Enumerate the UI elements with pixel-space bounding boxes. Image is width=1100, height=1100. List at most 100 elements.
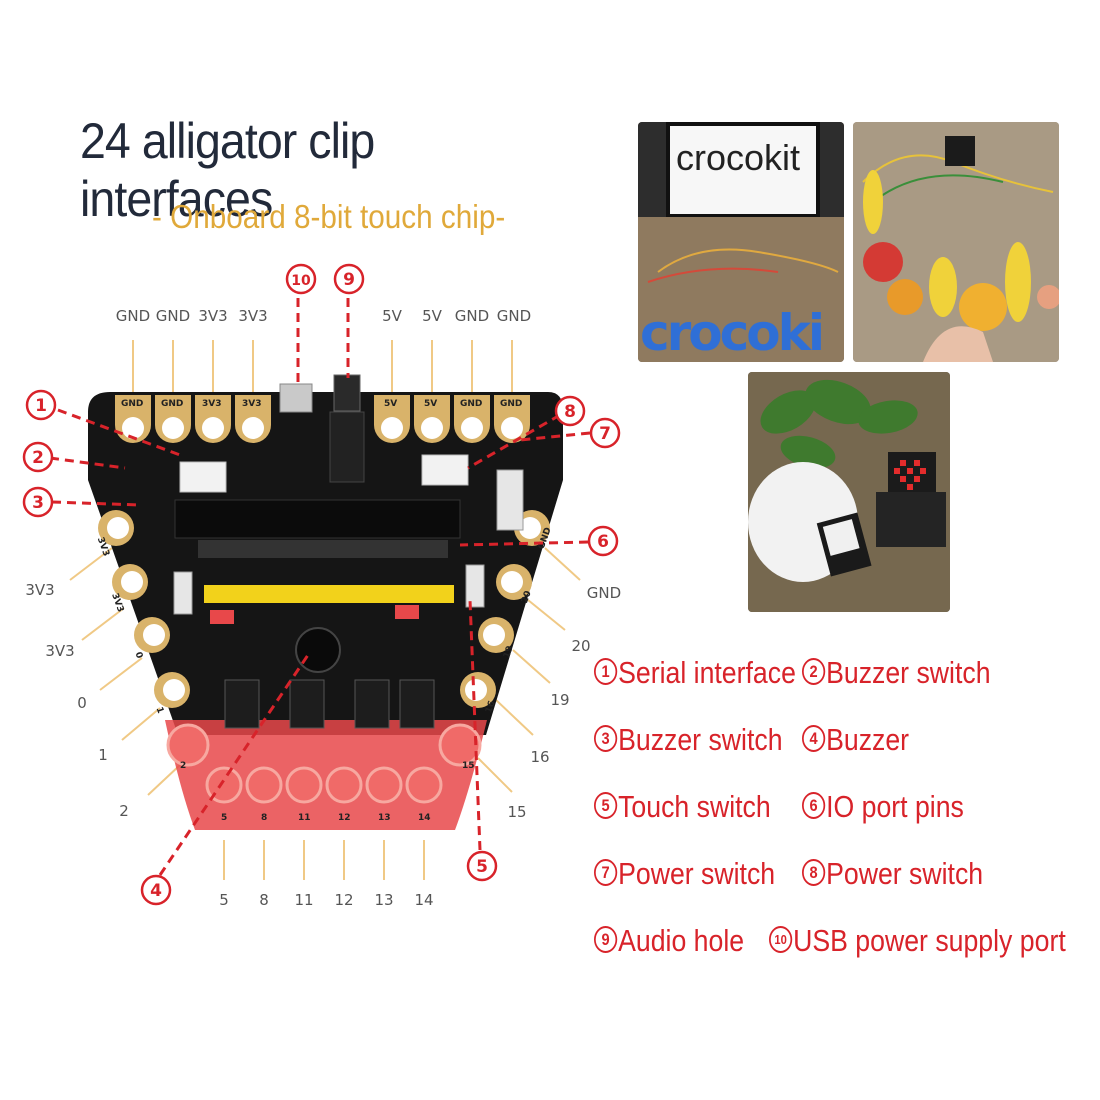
photo-plant-kit <box>748 372 950 612</box>
sign-text: crocokit <box>676 137 800 178</box>
power-connector <box>421 454 469 486</box>
pin-label-bottom-2: 8 <box>259 891 269 909</box>
board-label-touch-5: 5 <box>221 813 227 823</box>
chip-2 <box>289 679 325 729</box>
board-label-touch-14: 14 <box>418 813 431 823</box>
pin-leader-lines <box>69 340 581 880</box>
board-label-top-7: GND <box>460 399 482 409</box>
pin-label-left-1: 3V3 <box>25 581 54 599</box>
buzzer-switch <box>173 571 193 615</box>
board-label-right-3: 19 <box>502 645 516 660</box>
legend-label-7: Power switch <box>618 856 776 891</box>
buzzer <box>295 627 341 673</box>
board-label-touch-15: 15 <box>462 761 475 771</box>
board-label-top-4: 3V3 <box>242 399 262 409</box>
pin-label-right-1: GND <box>587 584 621 602</box>
callout-6: 6 <box>597 532 609 552</box>
photo-crocokit-letters-art: crocokit crocoki <box>638 122 844 362</box>
usb-port <box>279 383 313 413</box>
callout-4: 4 <box>150 881 162 901</box>
top-pads: GND GND 3V3 3V3 5V 5V GND GND <box>115 395 530 443</box>
pin-label-top-3: 3V3 <box>198 307 227 325</box>
clay-letters: crocoki <box>640 304 822 362</box>
jumper-right <box>395 605 419 619</box>
board-label-touch-2: 2 <box>180 761 186 771</box>
board-label-top-8: GND <box>500 399 522 409</box>
touch-switch <box>465 564 485 608</box>
callout-7: 7 <box>599 424 611 444</box>
power-switch <box>496 469 524 531</box>
board-label-top-6: 5V <box>424 399 437 409</box>
legend-label-2: Buzzer switch <box>826 655 991 690</box>
callout-8: 8 <box>564 402 576 422</box>
page-title: 24 alligator clip interfaces <box>80 113 375 227</box>
pin-label-top-7: GND <box>455 307 489 325</box>
page-subtitle: - Onboard 8-bit touch chip- <box>152 198 506 235</box>
legend-number-10: 10 <box>768 926 792 954</box>
chip-3 <box>354 679 390 729</box>
callouts: 1 2 3 4 5 6 7 8 9 10 <box>22 263 621 906</box>
pin-label-top-8: GND <box>497 307 531 325</box>
board-label-left-3: 0 <box>132 651 144 660</box>
callout-3: 3 <box>32 493 44 513</box>
legend-number-6: 6 <box>802 792 826 820</box>
photo-crocokit-letters: crocokit crocoki <box>638 122 844 362</box>
pin-label-left-4: 1 <box>98 746 108 764</box>
pin-label-top-4: 3V3 <box>238 307 267 325</box>
pin-label-top-6: 5V <box>422 307 443 325</box>
jumper-left <box>210 610 234 624</box>
pin-label-left-5: 2 <box>119 802 129 820</box>
pin-label-bottom-4: 12 <box>334 891 353 909</box>
legend-number-9: 9 <box>594 926 618 954</box>
legend-number-1: 1 <box>594 658 618 686</box>
photo-fruit-art <box>853 122 1059 362</box>
legend-label-9: Audio hole <box>618 923 745 958</box>
legend-label-8: Power switch <box>826 856 984 891</box>
pin-label-top-1: GND <box>116 307 150 325</box>
board-label-touch-11: 11 <box>298 813 311 823</box>
pin-label-bottom-5: 13 <box>374 891 393 909</box>
legend-number-4: 4 <box>802 725 826 753</box>
callout-lines <box>49 298 591 876</box>
photo-plant-art <box>748 372 950 612</box>
legend-label-10: USB power supply port <box>792 923 1066 958</box>
board-label-right-2: 20 <box>520 590 534 605</box>
board-label-left-4: 1 <box>153 706 165 715</box>
board-label-top-3: 3V3 <box>202 399 222 409</box>
board-label-top-2: GND <box>161 399 183 409</box>
pin-label-bottom-6: 14 <box>414 891 433 909</box>
board-label-touch-13: 13 <box>378 813 391 823</box>
callout-2: 2 <box>32 448 44 468</box>
chip-1 <box>224 679 260 729</box>
pin-label-bottom-3: 11 <box>294 891 313 909</box>
legend-label-1: Serial interface <box>618 655 796 690</box>
board-label-touch-12: 12 <box>338 813 351 823</box>
audio-jack-body <box>329 411 365 483</box>
callout-1: 1 <box>35 396 47 416</box>
pin-label-top-2: GND <box>156 307 190 325</box>
legend-number-7: 7 <box>594 859 618 887</box>
pin-label-left-3: 0 <box>77 694 87 712</box>
pin-labels: GND GND 3V3 3V3 5V 5V GND GND 3V3 3V3 0 … <box>25 307 621 909</box>
board-label-touch-8: 8 <box>261 813 267 823</box>
pin-label-top-5: 5V <box>382 307 403 325</box>
board-components <box>173 374 524 729</box>
legend-number-5: 5 <box>594 792 618 820</box>
pin-label-left-2: 3V3 <box>45 642 74 660</box>
board-label-top-5: 5V <box>384 399 397 409</box>
pin-label-right-2: 20 <box>571 637 590 655</box>
